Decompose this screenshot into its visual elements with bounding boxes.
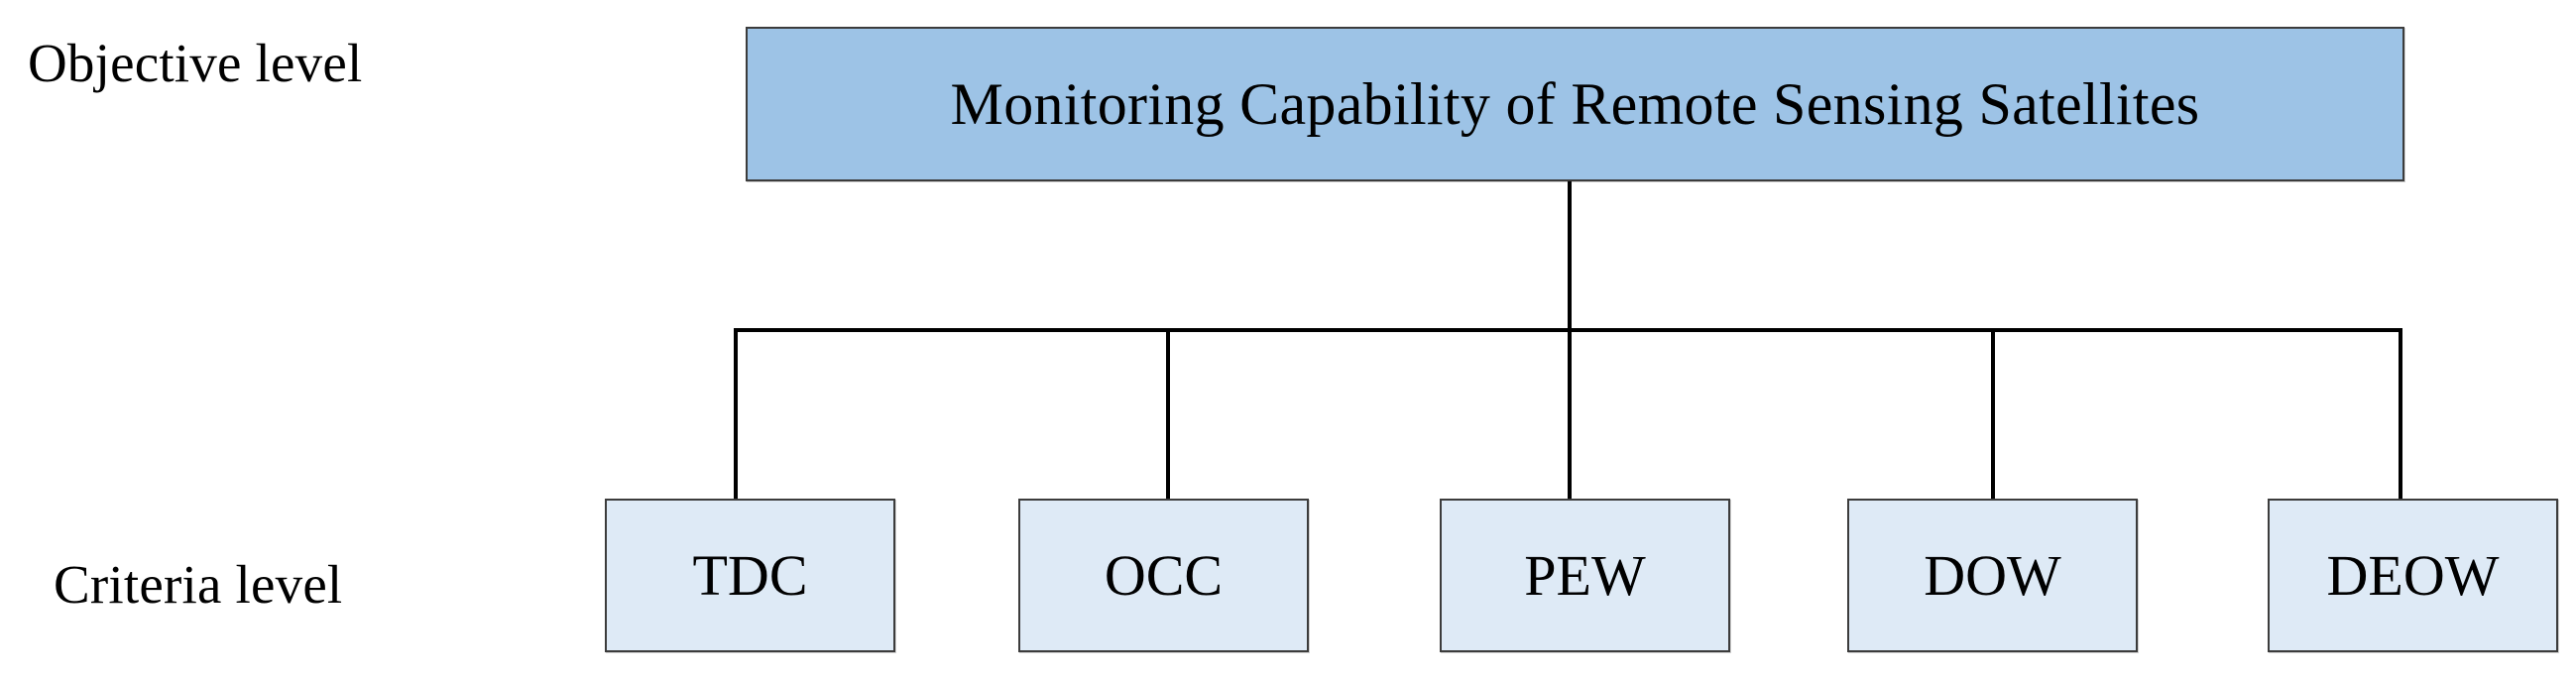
criteria-node-deow: DEOW [2268,499,2558,652]
connector-drop-occ [1166,328,1170,501]
connector-drop-deow [2399,328,2402,501]
criteria-node-tdc: TDC [605,499,895,652]
objective-node: Monitoring Capability of Remote Sensing … [746,27,2404,181]
connector-objective-stem [1568,181,1572,332]
connector-drop-dow [1991,328,1995,501]
connector-drop-pew [1568,328,1572,501]
criteria-level-label: Criteria level [54,554,343,615]
connector-drop-tdc [734,328,738,501]
criteria-node-pew: PEW [1440,499,1730,652]
criteria-node-occ: OCC [1018,499,1309,652]
criteria-node-dow: DOW [1847,499,2138,652]
objective-level-label: Objective level [28,33,363,93]
